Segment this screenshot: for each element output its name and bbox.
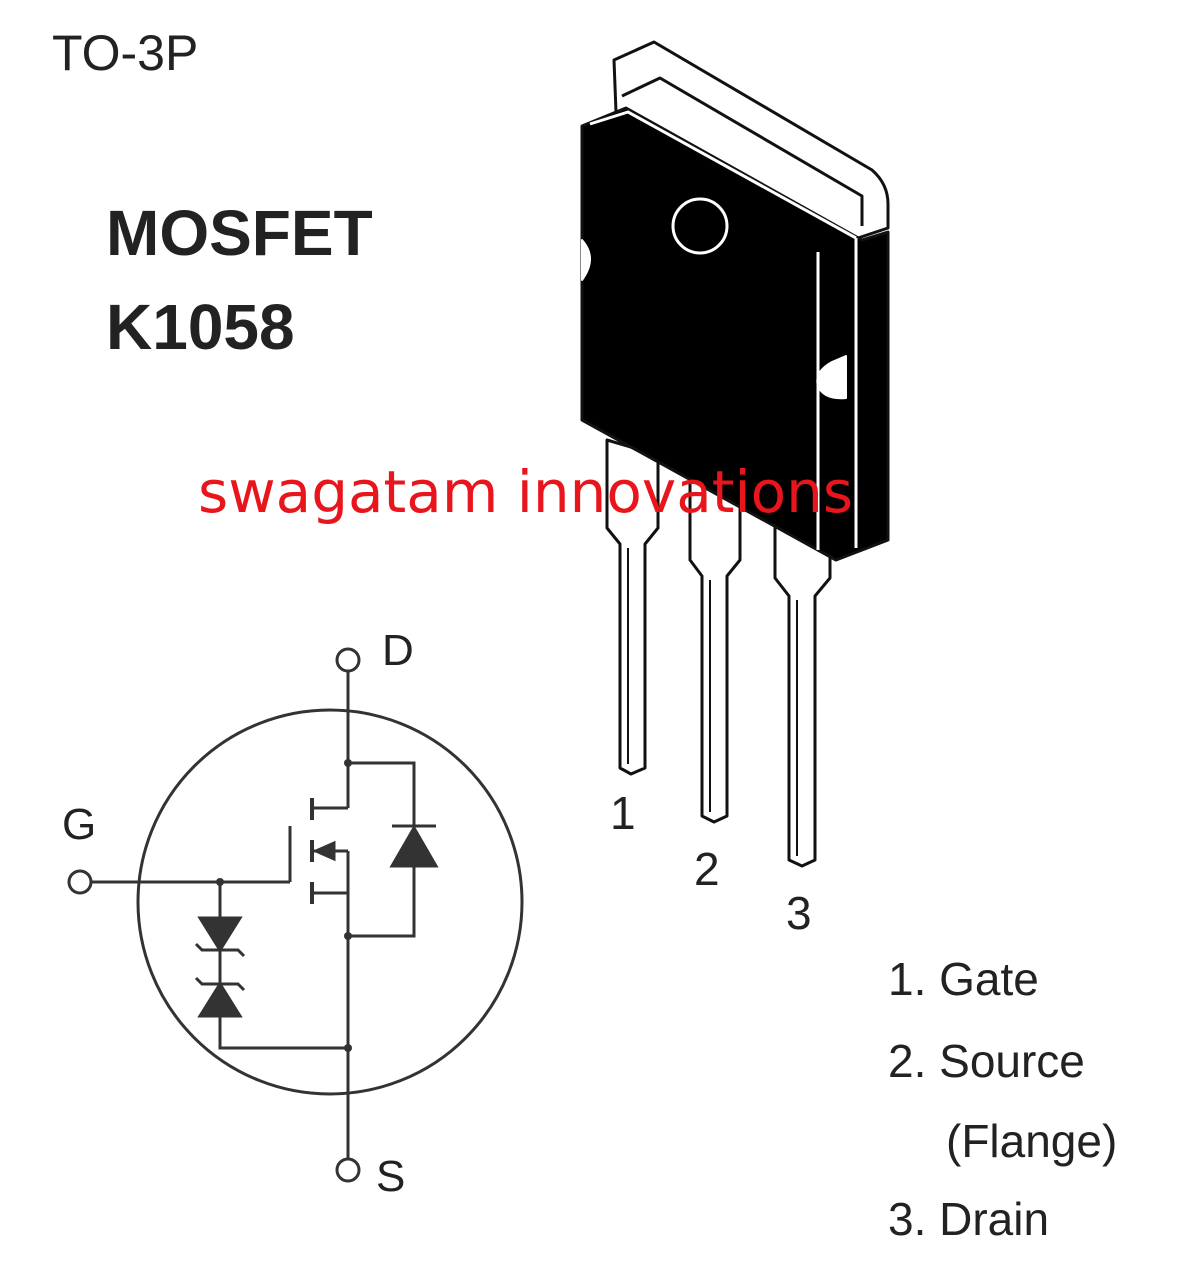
pinout-drain: 3. Drain: [888, 1193, 1050, 1245]
pinout-gate: 1. Gate: [888, 953, 1039, 1005]
left-notch: [581, 239, 591, 281]
lead-2: [688, 468, 742, 824]
device-type-label: MOSFET: [106, 197, 373, 269]
mosfet-schematic: [67, 647, 524, 1183]
drain-terminal: [335, 647, 361, 673]
pinout-source: 2. Source: [888, 1035, 1085, 1087]
pin-number-3: 3: [786, 887, 812, 939]
body-edge-highlight: [589, 110, 858, 550]
to3p-package: [580, 40, 890, 868]
package-label: TO-3P: [52, 25, 199, 81]
mounting-hole: [671, 197, 729, 255]
pinout-source-note: (Flange): [946, 1115, 1118, 1167]
watermark-text: swagatam innovations: [198, 458, 854, 526]
package-body: [580, 106, 890, 562]
source-terminal-label: S: [376, 1152, 406, 1201]
zener-lower: [197, 981, 243, 1018]
gate-terminal: [67, 869, 93, 895]
source-terminal: [335, 1157, 361, 1183]
lead-1: [605, 438, 660, 776]
zener-upper-bar: [194, 942, 246, 958]
flange-tab-inner-line: [621, 76, 864, 226]
pin-number-2: 2: [694, 843, 720, 895]
body-arrow: [312, 840, 336, 862]
junction-dots: [216, 759, 352, 1052]
gate-terminal-label: G: [62, 800, 97, 849]
body-diode: [389, 825, 439, 868]
zener-lower-bar: [194, 976, 246, 992]
part-number-label: K1058: [106, 291, 295, 363]
zener-upper: [197, 916, 243, 953]
right-notch: [816, 355, 847, 400]
pin-number-1: 1: [610, 787, 636, 839]
drain-terminal-label: D: [382, 626, 414, 675]
lead-3: [773, 518, 832, 868]
symbol-circle: [136, 708, 524, 1096]
zener-wire: [218, 882, 348, 1050]
